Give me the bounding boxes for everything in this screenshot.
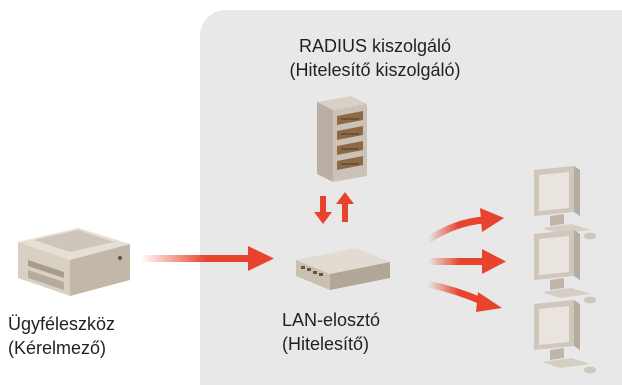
server-name: RADIUS kiszolgáló [298,36,452,56]
switch-name: LAN-elosztó [282,310,381,330]
switch-to-clients-arrows [426,208,506,312]
monitor-icon [534,166,596,240]
auth-exchange-arrows [314,192,354,224]
server-icon [317,96,367,182]
arrow-to-middle-monitor [428,249,506,274]
down-arrow-icon [314,196,332,224]
lan-switch-icon [296,248,390,290]
client-name: Ügyféleszköz [8,314,116,334]
client-role: (Kérelmező) [8,338,107,358]
server-role: (Hitelesítő kiszolgáló) [289,60,461,80]
client-label: Ügyféleszköz (Kérelmező) [8,312,115,360]
switch-role: (Hitelesítő) [282,334,370,354]
up-arrow-icon [336,192,354,222]
server-label: RADIUS kiszolgáló (Hitelesítő kiszolgáló… [240,34,510,82]
client-to-switch-arrow [140,246,274,271]
switch-label: LAN-elosztó (Hitelesítő) [282,308,380,356]
arrow-to-top-monitor [426,208,504,243]
monitor-icon [534,300,596,374]
monitor-icon [534,230,596,304]
arrow-to-bottom-monitor [427,280,502,312]
printer-icon [18,228,130,296]
